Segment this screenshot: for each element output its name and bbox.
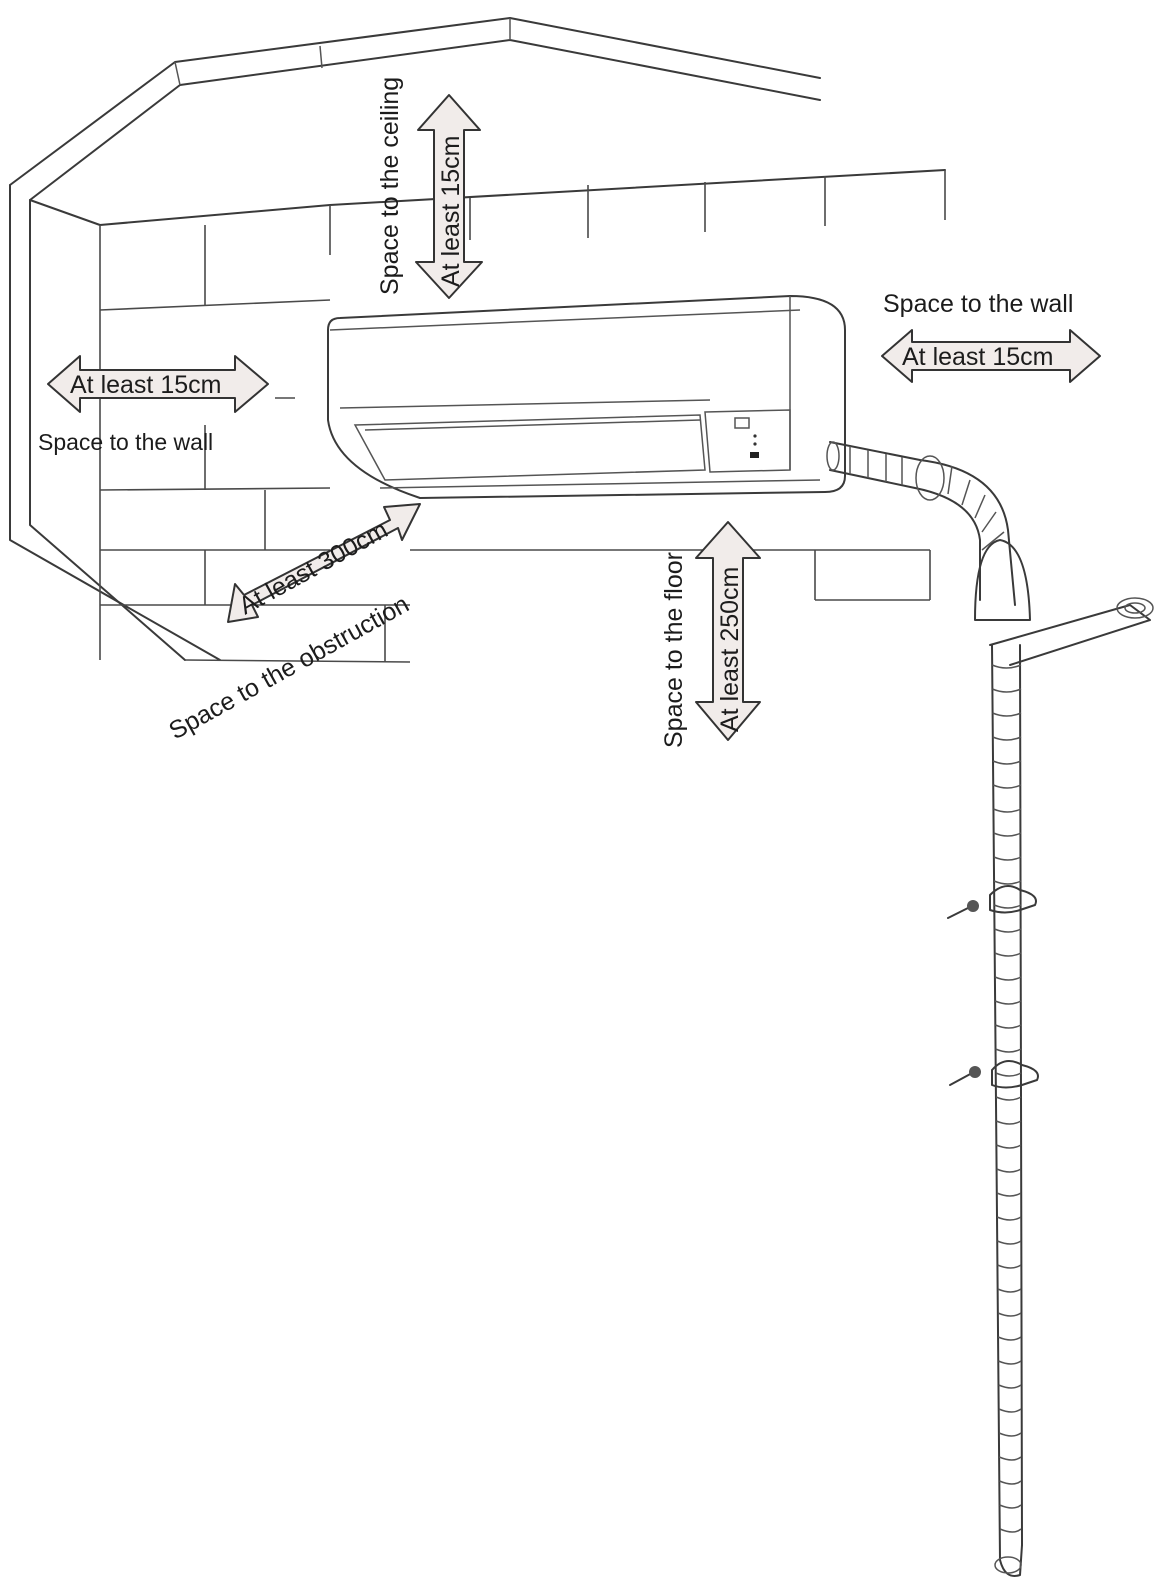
hose-rib	[995, 1072, 1022, 1077]
hose-rib	[999, 1480, 1022, 1485]
floor-title: Space to the floor	[660, 552, 688, 748]
double-arrow-icon	[227, 503, 421, 623]
right-wall-value: At least 15cm	[902, 343, 1053, 371]
hose-rib	[994, 952, 1022, 957]
ceiling-title: Space to the ceiling	[376, 77, 404, 295]
left-wall-value: At least 15cm	[70, 371, 221, 399]
hose-rib	[993, 784, 1022, 789]
hose-rib	[996, 1144, 1022, 1149]
air-conditioner-unit	[327, 295, 846, 499]
hose-rib	[995, 1048, 1022, 1053]
hose-rib	[996, 1216, 1022, 1221]
double-arrow-icon	[695, 521, 761, 741]
drain-hose-icon	[826, 441, 1031, 1577]
hose-rib	[993, 880, 1022, 885]
hose-rib	[992, 760, 1022, 765]
hose-rib	[994, 904, 1022, 909]
double-arrow-icon	[415, 94, 483, 299]
hose-rib	[999, 1504, 1022, 1509]
hose-rib	[994, 1000, 1022, 1005]
hose-rib	[992, 712, 1022, 717]
hose-rib	[998, 1408, 1022, 1413]
hose-rib	[997, 1336, 1022, 1341]
hose-rib	[993, 856, 1022, 861]
hose-rib	[997, 1288, 1022, 1293]
hose-rib	[993, 832, 1022, 837]
hose-rib	[996, 1168, 1022, 1173]
hose-ribs	[991, 664, 1022, 1533]
hose-rib	[994, 976, 1022, 981]
double-arrow-icon	[47, 355, 269, 413]
hose-rib	[999, 1456, 1022, 1461]
screw-icon	[947, 900, 981, 1086]
obstruction-title: Space to the obstruction	[164, 590, 413, 745]
outside-pipe	[989, 597, 1154, 666]
hose-rib	[995, 1096, 1022, 1101]
hose-rib	[997, 1240, 1022, 1245]
hose-rib	[997, 1312, 1022, 1317]
hose-rib	[995, 1024, 1022, 1029]
pipe-clamp-icon	[989, 885, 1039, 1089]
hose-rib	[992, 736, 1022, 741]
double-arrow-icon	[881, 329, 1101, 383]
hose-rib	[998, 1432, 1022, 1437]
ceiling-value: At least 15cm	[437, 136, 465, 287]
hose-rib	[996, 1120, 1022, 1125]
left-wall-title: Space to the wall	[38, 429, 213, 455]
brick-wall	[99, 170, 946, 663]
hose-rib	[993, 808, 1022, 813]
hose-rib	[996, 1192, 1022, 1197]
hose-rib	[998, 1384, 1022, 1389]
right-wall-title: Space to the wall	[883, 290, 1073, 318]
hose-rib	[997, 1264, 1022, 1269]
room-outline	[9, 17, 946, 661]
hose-rib	[998, 1360, 1022, 1365]
hose-rib	[994, 928, 1022, 933]
hose-rib	[999, 1528, 1022, 1533]
hose-rib	[991, 664, 1022, 669]
hose-rib	[992, 688, 1022, 693]
floor-value: At least 250cm	[716, 567, 744, 732]
